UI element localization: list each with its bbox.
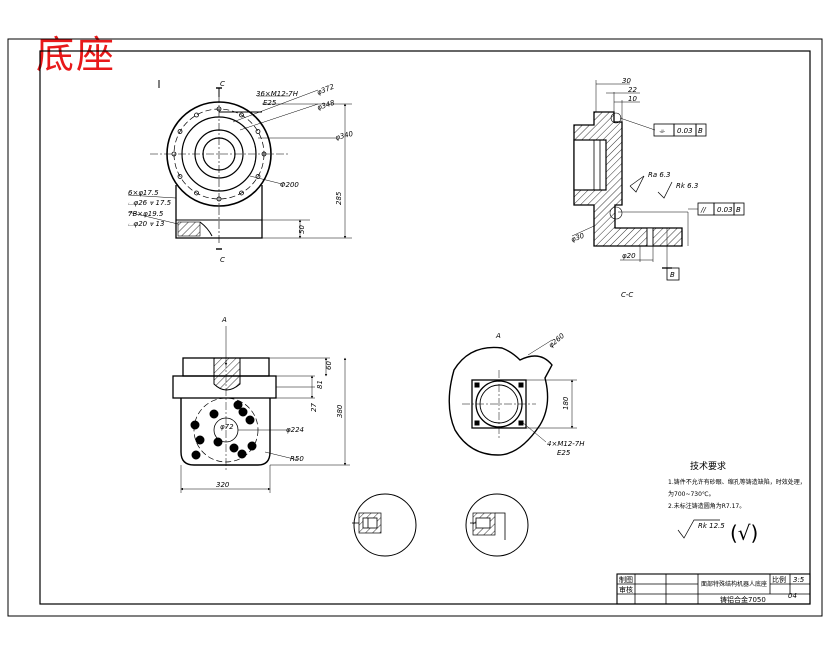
tol2-symbol: // bbox=[700, 206, 706, 214]
bolt-head bbox=[247, 441, 257, 451]
dim-h180: 180 bbox=[562, 396, 570, 410]
front-mark: A bbox=[221, 316, 227, 324]
tb-scale-label: 比例 bbox=[772, 575, 786, 584]
tapped-hole bbox=[194, 190, 199, 196]
dim-hole2: ⌴φ26 ⩔ 17.5 bbox=[128, 199, 172, 207]
section-view bbox=[571, 80, 745, 281]
front-view bbox=[172, 326, 350, 493]
dim-h285: 285 bbox=[335, 191, 343, 205]
title-block-labels: 制图 审核 面部特殊结构机器人底座 比例 3:5 04 铸铝合金7050 bbox=[619, 575, 805, 604]
roughness-ra: Ra 6.3 bbox=[648, 171, 671, 179]
dim-h50: 50 bbox=[298, 225, 306, 234]
dim-side-depth: Ε25 bbox=[557, 449, 571, 457]
corner-hole bbox=[518, 382, 524, 388]
dim-10: 10 bbox=[628, 95, 637, 103]
dim-h81: 81 bbox=[316, 380, 324, 389]
side-mark: A bbox=[495, 332, 501, 340]
tol1-value: 0.03 bbox=[677, 127, 693, 135]
drawing-title: 底座 bbox=[36, 33, 117, 77]
bolt-head bbox=[190, 420, 200, 430]
tol1-symbol: ⌯ bbox=[659, 127, 665, 135]
tech-roughness: Rk 12.5 bbox=[698, 522, 725, 530]
tech-general-roughness: (√) bbox=[730, 521, 758, 545]
dim-h380: 380 bbox=[336, 404, 344, 418]
tol2-datum: B bbox=[736, 206, 741, 214]
title-block bbox=[616, 573, 811, 605]
detail-circles bbox=[352, 493, 529, 557]
tech-line-3: 2.未标注铸造圆角为R7.17。 bbox=[668, 502, 745, 510]
roughness-rk: Rk 6.3 bbox=[676, 182, 698, 190]
dim-tap: 36×M12-7H bbox=[256, 90, 299, 98]
tapped-hole bbox=[194, 112, 199, 118]
dim-d340: φ340 bbox=[335, 130, 355, 142]
tb-scale: 3:5 bbox=[793, 576, 805, 584]
front-view-labels: A φ72 φ224 R50 320 380 27 81 60 bbox=[216, 316, 344, 489]
side-view-labels: A φ260 180 4×M12-7H Ε25 bbox=[495, 331, 585, 457]
dim-22: 22 bbox=[628, 86, 637, 94]
dim-r50: R50 bbox=[290, 455, 304, 463]
dim-30: 30 bbox=[622, 77, 631, 85]
dim-h60: 60 bbox=[325, 361, 333, 370]
bolt-head bbox=[229, 443, 239, 453]
dim-hole1: 6×φ17.5 bbox=[128, 189, 159, 197]
bolt-head bbox=[213, 437, 223, 447]
bolt-head bbox=[191, 450, 201, 460]
dim-d372: φ372 bbox=[316, 82, 336, 96]
dim-phi260: φ260 bbox=[547, 331, 566, 349]
dim-phi224: φ224 bbox=[286, 426, 304, 434]
tech-title: 技术要求 bbox=[690, 460, 726, 472]
corner-hole bbox=[518, 420, 524, 426]
outer-border bbox=[7, 38, 823, 617]
tapped-hole bbox=[239, 190, 244, 196]
tapped-hole bbox=[216, 196, 222, 202]
tapped-hole bbox=[255, 174, 261, 179]
dim-tap-depth: Ε25 bbox=[263, 99, 277, 107]
section-mark-bottom: C bbox=[220, 256, 225, 264]
top-view bbox=[127, 80, 352, 250]
dim-phi30: φ30 bbox=[570, 232, 586, 244]
bolt-head bbox=[238, 407, 248, 417]
dim-d200: Φ200 bbox=[280, 181, 299, 189]
dim-h27: 27 bbox=[310, 403, 318, 412]
bolt-head bbox=[237, 449, 247, 459]
tapped-hole bbox=[177, 129, 183, 134]
datum-label: B bbox=[670, 271, 675, 279]
section-mark-top: C bbox=[220, 80, 225, 88]
dim-hole4: ⌴φ20 ⩔ 13 bbox=[128, 220, 164, 228]
tapped-hole bbox=[216, 106, 222, 112]
tech-requirements: 技术要求 1.铸件不允许有砂眼、缩孔等铸造缺陷，时效处理， 为700~730℃。… bbox=[668, 460, 806, 545]
dim-d348: φ348 bbox=[316, 99, 336, 112]
bolt-head bbox=[233, 400, 243, 410]
tb-part-name: 面部特殊结构机器人底座 bbox=[701, 580, 767, 588]
bolt-head bbox=[209, 409, 219, 419]
tapped-hole bbox=[239, 112, 244, 118]
side-view bbox=[448, 339, 577, 456]
tb-checked: 审核 bbox=[619, 585, 633, 594]
tb-material: 铸铝合金7050 bbox=[720, 595, 766, 604]
bolt-head bbox=[195, 435, 205, 445]
bolt-head bbox=[245, 415, 255, 425]
section-label: C-C bbox=[621, 291, 633, 299]
tol1-datum: B bbox=[698, 127, 703, 135]
tech-line-1: 1.铸件不允许有砂眼、缩孔等铸造缺陷，时效处理， bbox=[668, 478, 806, 486]
tapped-hole bbox=[255, 129, 261, 134]
tapped-hole bbox=[177, 174, 183, 179]
tapped-hole bbox=[261, 151, 267, 157]
dim-phi72: φ72 bbox=[220, 423, 234, 431]
tb-sheet: 04 bbox=[788, 592, 797, 600]
inner-border bbox=[39, 50, 811, 605]
dim-w320: 320 bbox=[216, 481, 230, 489]
dim-phi20: φ20 bbox=[622, 252, 636, 260]
tb-drawn: 制图 bbox=[619, 575, 633, 584]
tapped-hole bbox=[171, 151, 177, 157]
dim-hole3: 7B×φ19.5 bbox=[128, 210, 164, 218]
corner-hole bbox=[474, 382, 480, 388]
corner-hole bbox=[474, 420, 480, 426]
tech-line-2: 为700~730℃。 bbox=[668, 490, 715, 498]
dim-side-tap: 4×M12-7H bbox=[547, 440, 585, 448]
tol2-value: 0.03 bbox=[717, 206, 733, 214]
